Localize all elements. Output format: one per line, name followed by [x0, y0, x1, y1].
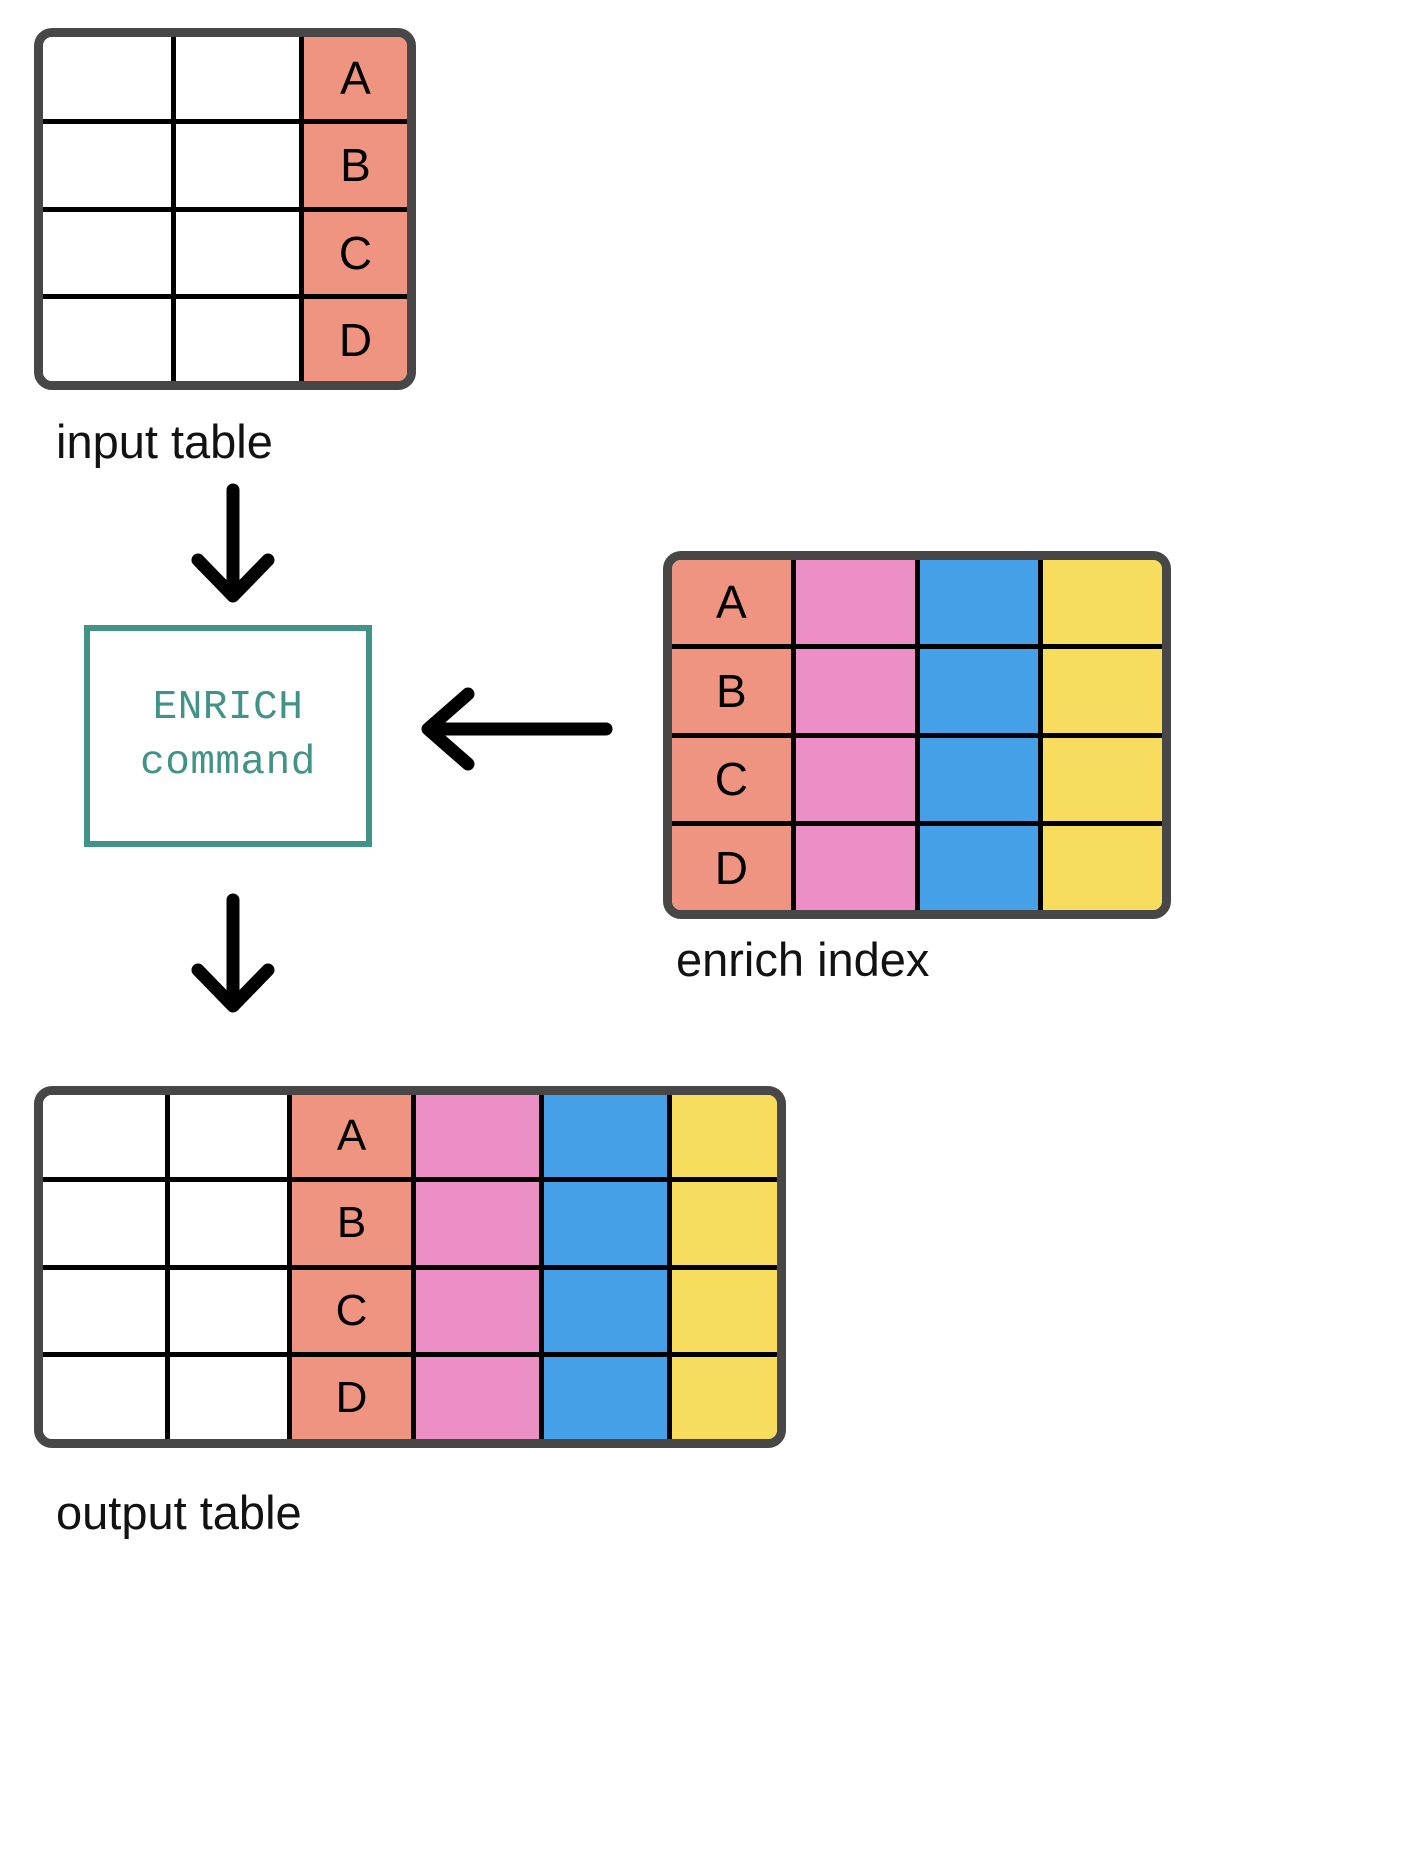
input-cell-blank	[43, 298, 171, 381]
table-row: C	[43, 206, 407, 294]
table-row: A	[43, 1095, 777, 1178]
output-cell-yellow	[667, 1269, 777, 1352]
table-row: A	[672, 560, 1162, 644]
output-cell-pink	[411, 1182, 539, 1265]
output-cell-blue	[539, 1269, 667, 1352]
input-cell-blank	[171, 211, 299, 294]
command-word: command	[140, 740, 316, 786]
output-cell-blue	[539, 1182, 667, 1265]
table-row: D	[43, 1351, 777, 1439]
output-cell-blank	[43, 1182, 165, 1265]
output-cell-key: C	[287, 1269, 411, 1352]
output-cell-blank	[165, 1269, 287, 1352]
output-cell-blank	[43, 1095, 165, 1178]
index-cell-blue	[914, 648, 1039, 733]
table-row: B	[43, 119, 407, 207]
index-cell-key: B	[672, 648, 791, 733]
enrich-index-caption: enrich index	[676, 933, 930, 986]
index-cell-pink	[790, 737, 915, 822]
output-cell-blank	[165, 1356, 287, 1439]
cell-value: A	[336, 1111, 367, 1161]
cell-value: A	[340, 52, 371, 105]
input-cell-key: A	[299, 37, 407, 120]
output-cell-key: A	[287, 1095, 411, 1178]
index-cell-key: C	[672, 737, 791, 822]
input-cell-blank	[43, 37, 171, 120]
index-cell-yellow	[1038, 826, 1162, 910]
index-cell-blue	[914, 560, 1039, 644]
input-cell-blank	[171, 37, 299, 120]
arrow-index-to-command	[421, 687, 613, 771]
input-cell-key: B	[299, 124, 407, 207]
output-cell-pink	[411, 1356, 539, 1439]
cell-value: B	[336, 1198, 367, 1248]
index-cell-key: A	[672, 560, 791, 644]
input-cell-blank	[171, 298, 299, 381]
index-cell-yellow	[1038, 737, 1162, 822]
output-table: A B C	[34, 1086, 786, 1448]
arrow-input-to-command	[191, 483, 275, 603]
enrich-index-table: A B C D	[663, 551, 1171, 919]
input-table-caption: input table	[56, 415, 273, 468]
cell-value: D	[335, 1372, 368, 1422]
output-cell-blue	[539, 1356, 667, 1439]
table-row: D	[43, 293, 407, 381]
index-cell-pink	[790, 648, 915, 733]
output-cell-blank	[165, 1095, 287, 1178]
output-cell-blue	[539, 1095, 667, 1178]
index-cell-blue	[914, 737, 1039, 822]
index-cell-pink	[790, 560, 915, 644]
output-cell-yellow	[667, 1095, 777, 1178]
cell-value: B	[340, 139, 371, 192]
cell-value: C	[714, 753, 748, 806]
command-name: ENRICH	[152, 684, 304, 731]
cell-value: A	[716, 575, 747, 628]
cell-value: B	[716, 664, 747, 717]
cell-value: D	[714, 842, 748, 895]
input-table: A B C D	[34, 28, 416, 390]
output-cell-pink	[411, 1269, 539, 1352]
input-cell-key: C	[299, 211, 407, 294]
output-table-caption: output table	[56, 1486, 302, 1539]
output-cell-key: D	[287, 1356, 411, 1439]
index-cell-key: D	[672, 826, 791, 910]
table-row: A	[43, 37, 407, 120]
output-cell-blank	[165, 1182, 287, 1265]
input-cell-blank	[43, 124, 171, 207]
output-cell-blank	[43, 1356, 165, 1439]
arrow-command-to-output	[191, 893, 275, 1013]
index-cell-blue	[914, 826, 1039, 910]
enrich-command-box[interactable]: ENRICH command	[84, 625, 372, 847]
index-cell-pink	[790, 826, 915, 910]
input-cell-key: D	[299, 298, 407, 381]
output-cell-yellow	[667, 1182, 777, 1265]
table-row: B	[43, 1177, 777, 1265]
cell-value: C	[335, 1285, 368, 1335]
table-row: B	[672, 643, 1162, 733]
index-cell-yellow	[1038, 648, 1162, 733]
output-cell-key: B	[287, 1182, 411, 1265]
cell-value: D	[338, 313, 373, 366]
index-cell-yellow	[1038, 560, 1162, 644]
table-row: D	[672, 821, 1162, 910]
input-cell-blank	[171, 124, 299, 207]
output-cell-blank	[43, 1269, 165, 1352]
output-cell-yellow	[667, 1356, 777, 1439]
cell-value: C	[338, 226, 373, 279]
output-cell-pink	[411, 1095, 539, 1178]
table-row: C	[672, 732, 1162, 822]
input-cell-blank	[43, 211, 171, 294]
table-row: C	[43, 1264, 777, 1352]
